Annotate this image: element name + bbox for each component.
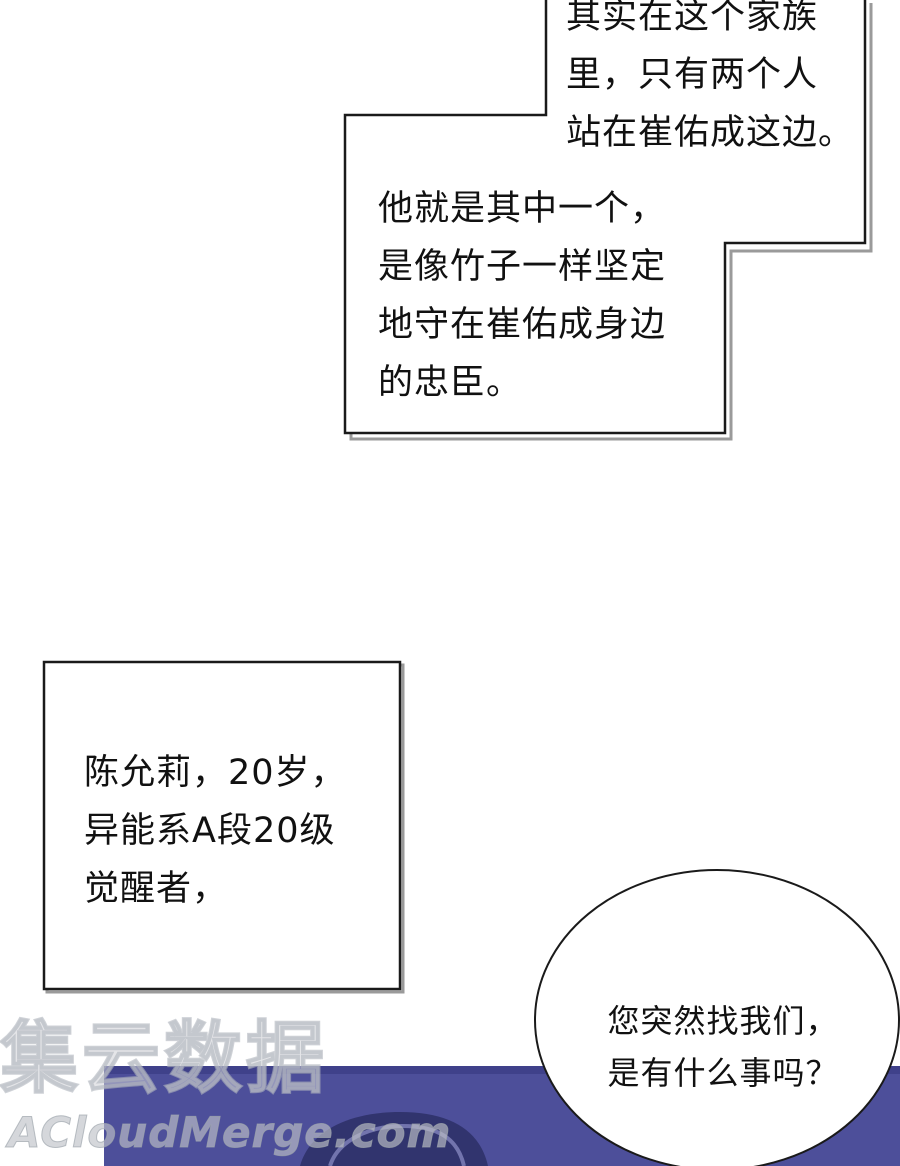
- caption-box-left: [42, 660, 402, 991]
- caption-text-middle: 他就是其中一个， 是像竹子一样坚定 地守在崔佑成身边 的忠臣。: [378, 189, 667, 403]
- speech-bubble-shape: [534, 869, 900, 1166]
- watermark-latin: ACloudMerge.com: [7, 1108, 452, 1158]
- watermark-chinese: 集云数据: [0, 1013, 329, 1105]
- caption-text-left: 陈允莉，20岁， 异能系A段20级 觉醒者，: [84, 753, 347, 909]
- caption-box-top: [343, 0, 867, 435]
- scene-figure: [300, 1112, 488, 1166]
- scene-figure-hair: [328, 1123, 466, 1166]
- caption-text-top-right: 其实在这个家族 里，只有两个人 站在崔佑成这边。: [566, 0, 855, 153]
- speech-bubble-text: 您突然找我们， 是有什么事吗？: [607, 1002, 839, 1092]
- scene-highlight: [104, 1066, 900, 1074]
